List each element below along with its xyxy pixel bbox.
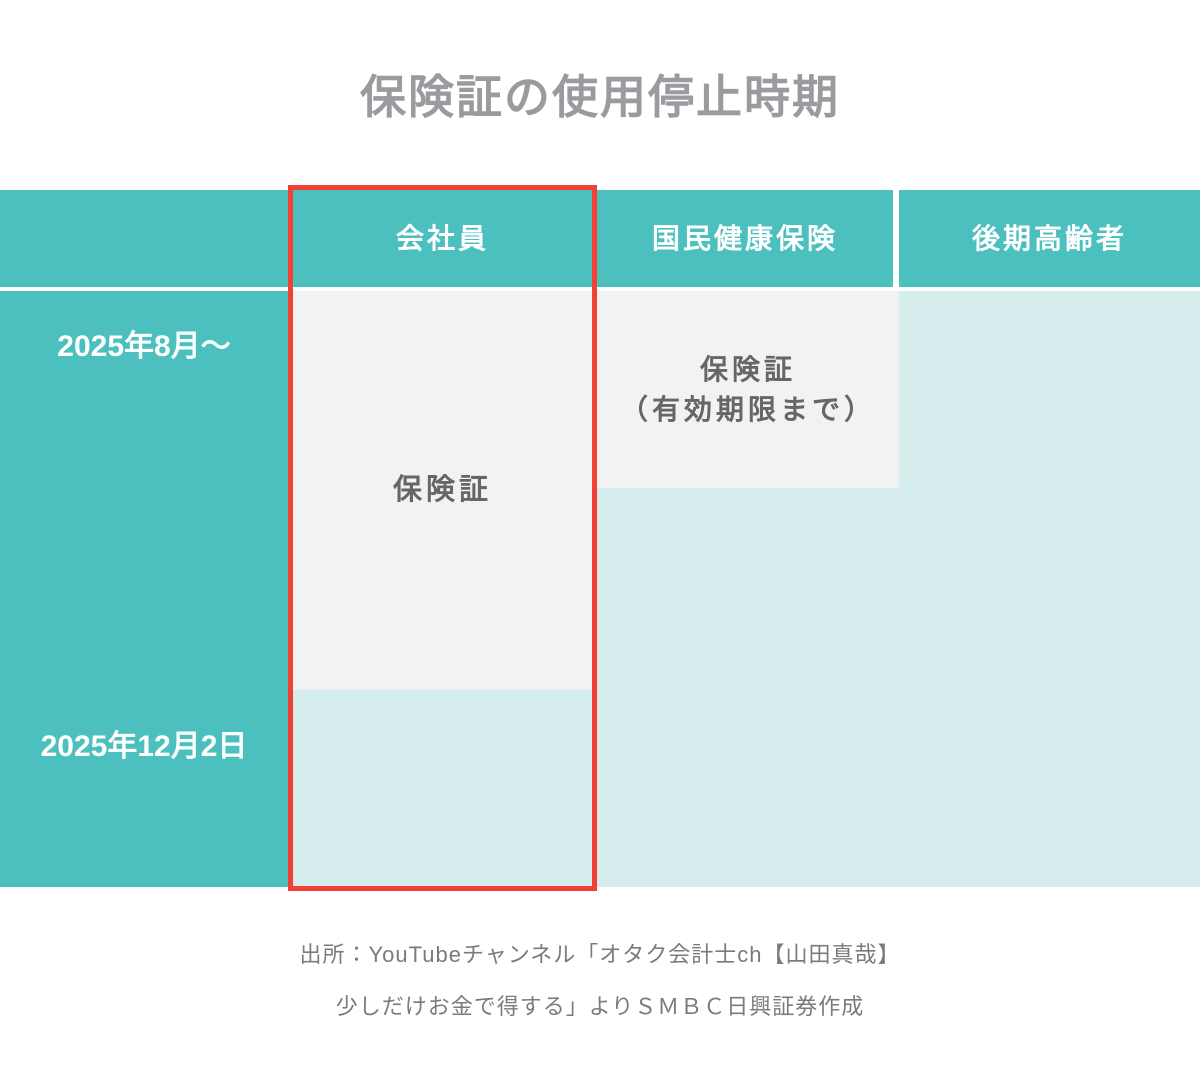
page-title: 保険証の使用停止時期 bbox=[360, 71, 840, 123]
header-cell-kouki: 後期高齢者 bbox=[971, 223, 1127, 254]
source-note-line-2: 少しだけお金で得する」よりＳＭＢＣ日興証券作成 bbox=[335, 994, 865, 1019]
cell-text-kaishain-hokensho: 保険証 bbox=[392, 474, 492, 506]
row-label-2025-dec-2: 2025年12月2日 bbox=[40, 730, 248, 763]
source-note-line-1: 出所：YouTubeチャンネル「オタク会計士ch【山田真哉】 bbox=[299, 942, 901, 967]
cell-text-kokuho-line1: 保険証 bbox=[699, 354, 796, 385]
row-label-2025-aug: 2025年8月〜 bbox=[57, 330, 231, 363]
cell-kokuho-valid-period bbox=[597, 291, 899, 488]
kaishain-column-highlight-box bbox=[288, 185, 597, 891]
cell-kaishain-stopped-period bbox=[293, 690, 592, 887]
header-column-divider bbox=[893, 190, 899, 287]
cell-text-kokuho-line2: （有効期限まで） bbox=[619, 394, 876, 425]
cell-kaishain-valid-period bbox=[293, 291, 592, 690]
header-cell-kaishain: 会社員 bbox=[395, 223, 489, 254]
row-label-column bbox=[0, 291, 288, 887]
header-cell-kokuho: 国民健康保険 bbox=[651, 223, 838, 254]
cell-text-kokuho-hokensho: 保険証 （有効期限まで） bbox=[597, 350, 899, 430]
table-header-band bbox=[0, 190, 1200, 287]
